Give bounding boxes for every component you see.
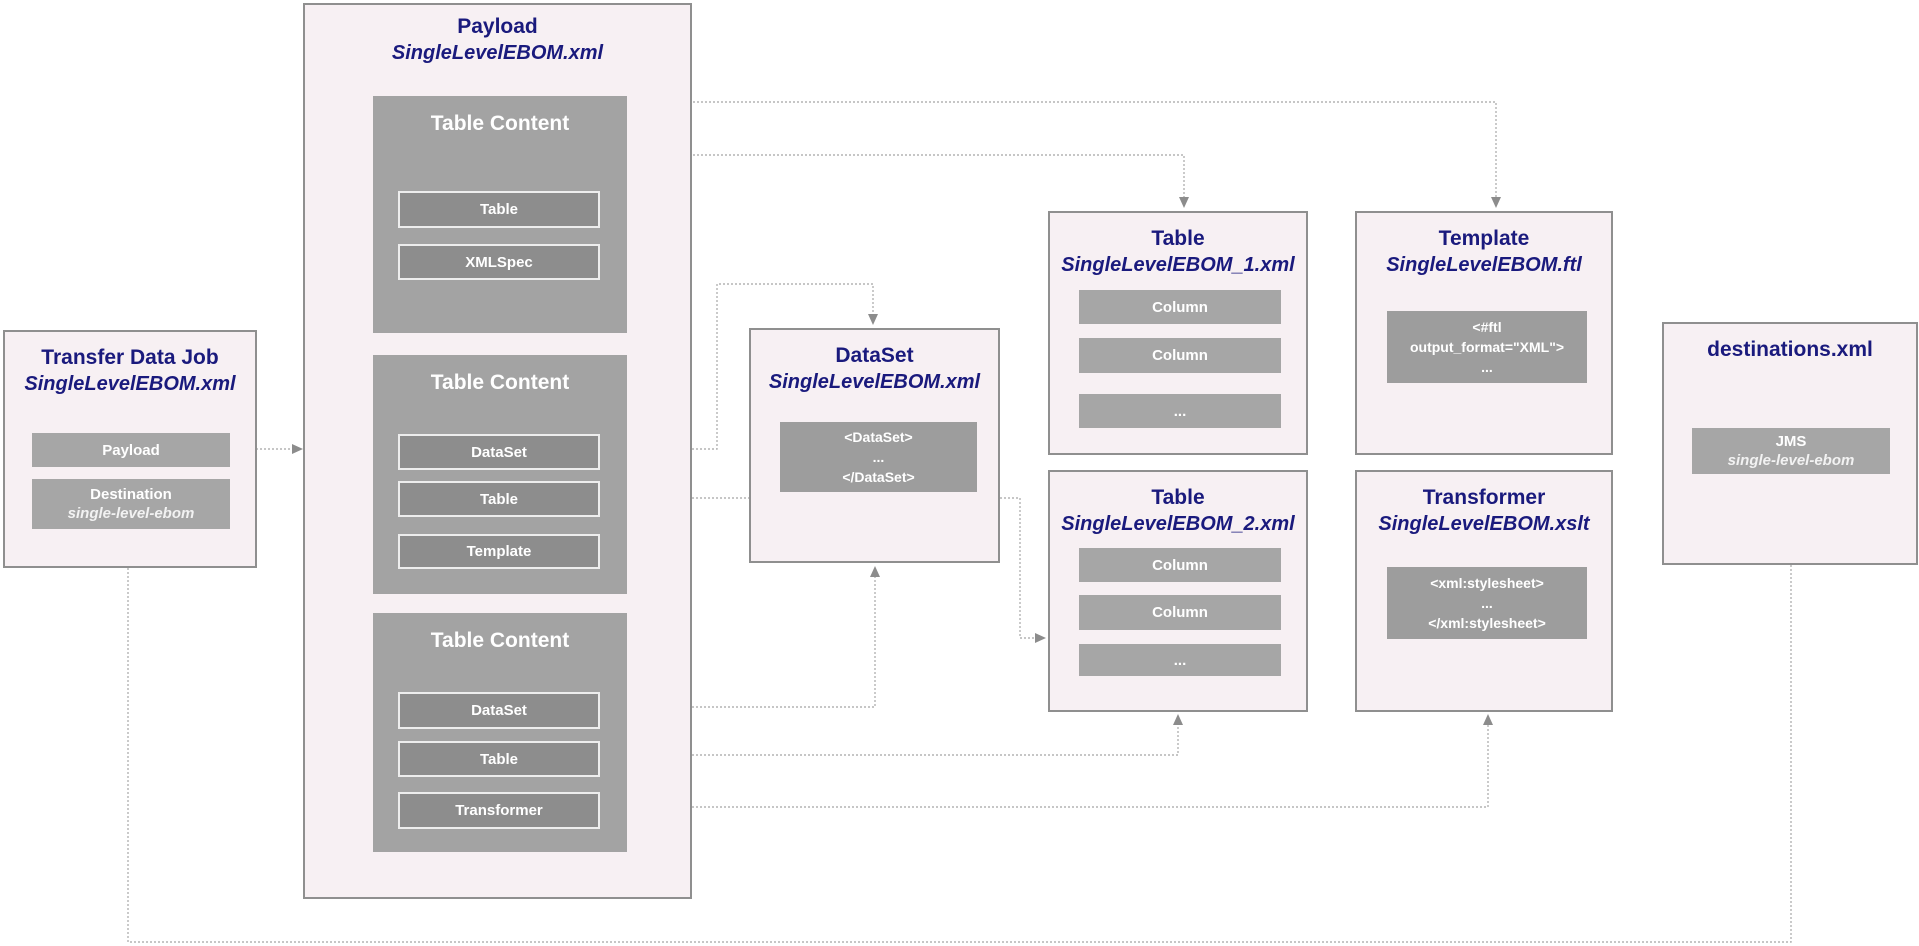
- table2-column-2-label: Column: [1152, 604, 1208, 621]
- table-content-3: Table Content DataSet Table Transformer: [373, 613, 627, 852]
- destination-item-value: single-level-ebom: [67, 505, 195, 522]
- template-code-line1: <#ftl: [1472, 319, 1502, 335]
- payload-item-label: Payload: [102, 441, 160, 459]
- table2-box-title: Table: [1151, 486, 1205, 509]
- payload-box-subtitle: SingleLevelEBOM.xml: [391, 42, 604, 64]
- table1-box-title: Table: [1151, 227, 1205, 250]
- tc3-table-label: Table: [479, 750, 519, 768]
- destinations-box: destinations.xml JMS single-level-ebom: [1662, 322, 1918, 565]
- payload-box-title: Payload: [457, 15, 538, 38]
- transformer-code-line3: </xml:stylesheet>: [1428, 615, 1546, 631]
- table2-box-subtitle: SingleLevelEBOM_2.xml: [1061, 513, 1295, 535]
- tc1-xmlspec-label: XMLSpec: [465, 253, 533, 271]
- jms-item-value: single-level-ebom: [1727, 452, 1855, 469]
- table1-column-more-label: ...: [1173, 402, 1187, 420]
- table-content-1-title: Table Content: [430, 112, 570, 135]
- payload-box: Payload SingleLevelEBOM.xml Table Conten…: [303, 3, 692, 899]
- transformer-code-item: <xml:stylesheet> ... </xml:stylesheet>: [1387, 567, 1587, 639]
- destinations-box-title: destinations.xml: [1707, 338, 1873, 361]
- connector-tc3-transformer-to-transformer: [600, 714, 1493, 808]
- dataset-code-line1: <DataSet>: [844, 429, 913, 445]
- table-content-1: Table Content Table XMLSpec: [373, 96, 627, 333]
- table1-column-2: Column: [1079, 338, 1281, 373]
- table-content-2-title: Table Content: [430, 371, 570, 394]
- tc3-transformer-item: Transformer: [398, 792, 600, 829]
- dataset-box-title: DataSet: [835, 344, 914, 367]
- template-box-title: Template: [1438, 227, 1530, 250]
- tc3-transformer-label: Transformer: [455, 802, 543, 819]
- dataset-code-line3: </DataSet>: [842, 469, 915, 485]
- table1-column-more: ...: [1079, 394, 1281, 428]
- tc2-dataset-label: DataSet: [471, 443, 527, 461]
- template-box-subtitle: SingleLevelEBOM.ftl: [1386, 254, 1582, 276]
- table2-column-more: ...: [1079, 644, 1281, 676]
- template-code-line2: output_format="XML">: [1409, 339, 1565, 355]
- transformer-code-line1: <xml:stylesheet>: [1430, 575, 1544, 591]
- transformer-box-subtitle: SingleLevelEBOM.xslt: [1378, 513, 1590, 535]
- template-box: Template SingleLevelEBOM.ftl <#ftl outpu…: [1355, 211, 1613, 455]
- destination-item-label: Destination: [90, 486, 172, 503]
- template-code-item: <#ftl output_format="XML"> ...: [1387, 311, 1587, 383]
- dataset-box-subtitle: SingleLevelEBOM.xml: [768, 371, 981, 393]
- tc2-table-label: Table: [479, 490, 519, 508]
- destination-item: Destination single-level-ebom: [32, 479, 230, 529]
- table1-box: Table SingleLevelEBOM_1.xml Column Colum…: [1048, 211, 1308, 455]
- transformer-box: Transformer SingleLevelEBOM.xslt <xml:st…: [1355, 470, 1613, 712]
- table2-column-more-label: ...: [1173, 651, 1187, 669]
- tc1-table-item: Table: [398, 191, 600, 228]
- tc3-dataset-item: DataSet: [398, 692, 600, 729]
- table1-column-1-label: Column: [1152, 298, 1208, 316]
- table2-column-1: Column: [1079, 548, 1281, 582]
- transfer-data-job-subtitle: SingleLevelEBOM.xml: [24, 373, 236, 395]
- tc3-table-item: Table: [398, 741, 600, 777]
- tc2-template-item: Template: [398, 534, 600, 569]
- table2-box: Table SingleLevelEBOM_2.xml Column Colum…: [1048, 470, 1308, 712]
- jms-item: JMS single-level-ebom: [1692, 428, 1890, 474]
- table1-box-subtitle: SingleLevelEBOM_1.xml: [1061, 254, 1295, 276]
- transfer-data-job-title: Transfer Data Job: [41, 346, 219, 369]
- jms-item-label: JMS: [1775, 433, 1807, 450]
- template-code-line3: ...: [1481, 359, 1493, 375]
- tc2-dataset-item: DataSet: [398, 434, 600, 470]
- table2-column-1-label: Column: [1152, 556, 1208, 574]
- table2-column-2: Column: [1079, 595, 1281, 630]
- tc1-xmlspec-item: XMLSpec: [398, 244, 600, 280]
- transfer-data-job-box: Transfer Data Job SingleLevelEBOM.xml Pa…: [3, 330, 257, 568]
- dataset-code-line2: ...: [872, 449, 885, 465]
- dataset-code-item: <DataSet> ... </DataSet>: [780, 422, 977, 492]
- transformer-code-line2: ...: [1481, 595, 1493, 611]
- table1-column-2-label: Column: [1152, 347, 1208, 364]
- tc3-dataset-label: DataSet: [471, 702, 527, 719]
- table-content-2: Table Content DataSet Table Template: [373, 355, 627, 594]
- table1-column-1: Column: [1079, 290, 1281, 324]
- tc2-table-item: Table: [398, 481, 600, 517]
- payload-item: Payload: [32, 433, 230, 467]
- tc1-table-label: Table: [479, 201, 519, 218]
- transformer-box-title: Transformer: [1422, 486, 1546, 509]
- tc2-template-label: Template: [466, 543, 532, 560]
- table-content-3-title: Table Content: [430, 629, 570, 652]
- dataset-box: DataSet SingleLevelEBOM.xml <DataSet> ..…: [749, 328, 1000, 563]
